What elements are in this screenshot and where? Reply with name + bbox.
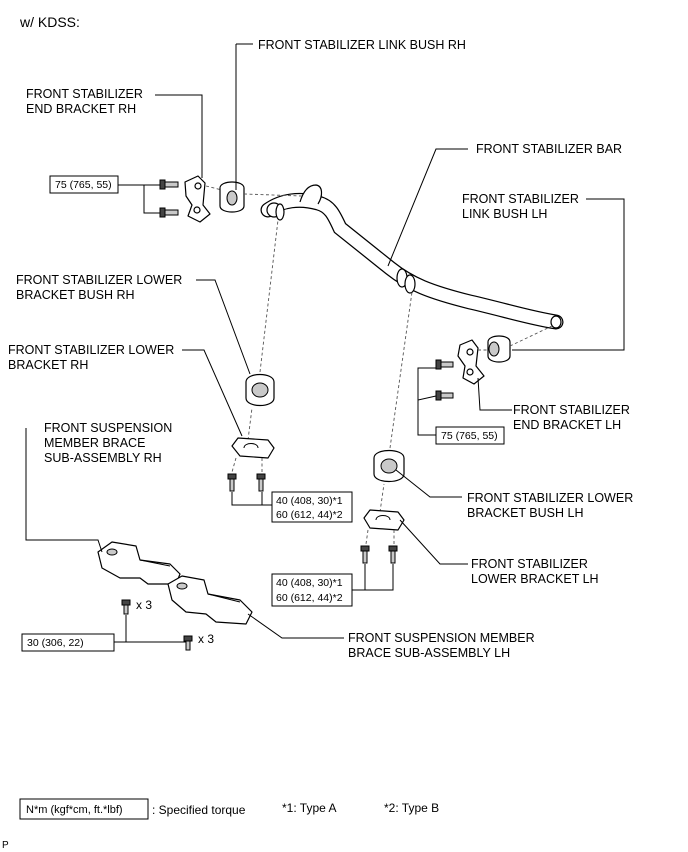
svg-text:N*m (kgf*cm, ft.*lbf): N*m (kgf*cm, ft.*lbf): [26, 804, 123, 816]
torque-box-end-bracket-rh: 75 (765, 55): [49, 175, 119, 194]
brace-rh: [97, 541, 181, 585]
label-lower-bracket-bush-lh-line2: BRACKET BUSH LH: [467, 506, 583, 520]
lower-bracket-bush-lh: [373, 449, 405, 483]
label-end-bracket-lh-line2: END BRACKET LH: [513, 418, 621, 432]
label-link-bush-rh: FRONT STABILIZER LINK BUSH RH: [258, 38, 466, 52]
label-lower-bracket-bush-rh-line1: FRONT STABILIZER LOWER: [16, 273, 182, 287]
torque-box-lower-bracket-rh: 40 (408, 30)*1 60 (612, 44)*2: [271, 491, 353, 523]
label-brace-lh-line2: BRACE SUB-ASSEMBLY LH: [348, 646, 510, 660]
end-bracket-rh: [184, 175, 211, 223]
label-lower-bracket-rh-line2: BRACKET RH: [8, 358, 88, 372]
svg-text:30 (306, 22): 30 (306, 22): [27, 637, 84, 649]
svg-text:75 (765, 55): 75 (765, 55): [441, 430, 498, 442]
label-brace-rh-line2: MEMBER BRACE: [44, 436, 145, 450]
variant-label: w/ KDSS:: [19, 14, 80, 30]
end-bracket-lh-bolt-2: [435, 390, 454, 401]
footer-code: P: [2, 840, 9, 851]
lower-bracket-rh-bolt-2: [256, 473, 266, 492]
label-end-bracket-rh-line2: END BRACKET RH: [26, 102, 136, 116]
label-end-bracket-lh-line1: FRONT STABILIZER: [513, 403, 630, 417]
lower-bracket-lh-bolt-2: [388, 545, 398, 564]
link-bush-rh: [219, 181, 245, 213]
label-link-bush-lh-line2: LINK BUSH LH: [462, 207, 547, 221]
torque-box-brace: 30 (306, 22): [21, 633, 115, 652]
label-lower-bracket-rh-line1: FRONT STABILIZER LOWER: [8, 343, 174, 357]
svg-text:60 (612, 44)*2: 60 (612, 44)*2: [276, 509, 343, 521]
torque-box-lower-bracket-lh: 40 (408, 30)*1 60 (612, 44)*2: [271, 573, 353, 607]
lower-bracket-bush-rh: [245, 373, 275, 407]
end-bracket-rh-bolt-1: [159, 179, 179, 190]
svg-text:60 (612, 44)*2: 60 (612, 44)*2: [276, 592, 343, 604]
lower-bracket-lh: [363, 509, 405, 531]
label-lower-bracket-lh-line1: FRONT STABILIZER: [471, 557, 588, 571]
brace-lh-bolt: [183, 635, 193, 651]
legend-unit-box: N*m (kgf*cm, ft.*lbf): [19, 798, 149, 820]
label-brace-rh-line1: FRONT SUSPENSION: [44, 421, 172, 435]
label-brace-rh-line3: SUB-ASSEMBLY RH: [44, 451, 162, 465]
label-lower-bracket-bush-rh-line2: BRACKET BUSH RH: [16, 288, 135, 302]
legend-note-type-b: *2: Type B: [384, 801, 439, 815]
label-link-bush-lh-line1: FRONT STABILIZER: [462, 192, 579, 206]
lower-bracket-rh: [231, 437, 275, 459]
label-lower-bracket-bush-lh-line1: FRONT STABILIZER LOWER: [467, 491, 633, 505]
label-lower-bracket-lh-line2: LOWER BRACKET LH: [471, 572, 599, 586]
brace-lh: [167, 575, 253, 625]
link-bush-lh: [487, 335, 511, 363]
end-bracket-rh-bolt-2: [159, 207, 179, 218]
svg-text:75 (765, 55): 75 (765, 55): [55, 179, 112, 191]
legend-note-type-a: *1: Type A: [282, 801, 337, 815]
svg-text:40 (408, 30)*1: 40 (408, 30)*1: [276, 577, 343, 589]
svg-text:40 (408, 30)*1: 40 (408, 30)*1: [276, 495, 343, 507]
legend-unit-desc: : Specified torque: [152, 803, 246, 817]
qty-brace-rh: x 3: [136, 598, 152, 612]
lower-bracket-lh-bolt-1: [360, 545, 370, 564]
torque-box-end-bracket-lh: 75 (765, 55): [435, 426, 505, 445]
label-brace-lh-line1: FRONT SUSPENSION MEMBER: [348, 631, 535, 645]
brace-rh-bolt: [121, 599, 131, 615]
stabilizer-bar: [260, 184, 564, 330]
label-stabilizer-bar: FRONT STABILIZER BAR: [476, 142, 622, 156]
label-end-bracket-rh-line1: FRONT STABILIZER: [26, 87, 143, 101]
lower-bracket-rh-bolt-1: [227, 473, 237, 492]
end-bracket-lh-bolt-1: [435, 359, 454, 370]
end-bracket-lh: [457, 339, 485, 385]
qty-brace-lh: x 3: [198, 632, 214, 646]
